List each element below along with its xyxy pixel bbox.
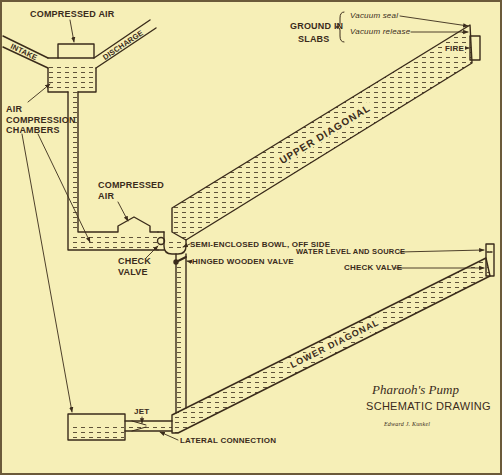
pipe-wall (68, 92, 158, 250)
air-chamber-box (58, 44, 94, 58)
part-label: LATERAL CONNECTION (180, 436, 276, 446)
chamber-wall (48, 58, 96, 92)
part-label: CHECK VALVE (344, 263, 402, 273)
part-label: COMPRESSED AIR (30, 9, 114, 20)
pipe-name: UPPER DIAGONAL (276, 101, 374, 167)
part-label: FIRE (444, 44, 465, 54)
part-label: AIR COMPRESSION CHAMBERS (6, 104, 72, 136)
part-label: INTAKE (9, 41, 39, 62)
part-label: Vacuum release (350, 27, 410, 37)
leader-line (22, 134, 72, 412)
intake-chute (3, 36, 48, 68)
part-label: Vacuum seal (350, 11, 398, 21)
check-valve-seat (158, 232, 164, 250)
leader-line (142, 417, 143, 423)
part-label: COMPRESSED AIR (98, 180, 162, 201)
pipe-water (69, 92, 77, 232)
leader-line (70, 20, 74, 42)
leader-line (183, 244, 190, 247)
part-label: WATER LEVEL AND SOURCE (296, 247, 405, 256)
part-label: Edward J. Kunkel (384, 421, 430, 429)
chamber-water (49, 66, 95, 91)
drawing-title: Pharaoh's Pump (372, 382, 459, 398)
part-label: SLABS (298, 34, 330, 45)
chamber-water (69, 236, 158, 249)
part-label: GROUND IN (290, 21, 343, 32)
pipe-wall (176, 254, 186, 413)
pipe-band: UPPER DIAGONAL (165, 15, 480, 247)
bowl-water (165, 240, 185, 252)
jet-nozzle (132, 421, 146, 431)
chamber-water (69, 426, 124, 439)
part-label: CHECK VALVE (118, 256, 156, 277)
drawing-caption: SCHEMATIC DRAWING (366, 400, 491, 412)
leader-line (400, 250, 484, 252)
leader-line (38, 134, 90, 242)
part-label: HINGED WOODEN VALVE (192, 257, 294, 267)
valve-hinge (174, 260, 178, 264)
part-label: JET (134, 407, 149, 417)
air-compression-chamber (68, 414, 125, 440)
part-label: DISCHARGE (101, 28, 145, 62)
leader-line (187, 261, 192, 262)
water-level-line (487, 251, 493, 252)
discharge-chute (94, 20, 156, 68)
leader-line (28, 84, 50, 102)
pipe-water (177, 266, 185, 408)
pipe-outline-shape (172, 258, 490, 433)
pipe-band: LOWER DIAGONAL (166, 250, 496, 440)
lateral-pipe (125, 421, 172, 431)
pipe-water (125, 423, 172, 430)
pipe-name: LOWER DIAGONAL (287, 316, 383, 372)
pipe-outline-shape (172, 25, 472, 240)
leader-line (400, 16, 468, 26)
leader-line (118, 202, 128, 221)
